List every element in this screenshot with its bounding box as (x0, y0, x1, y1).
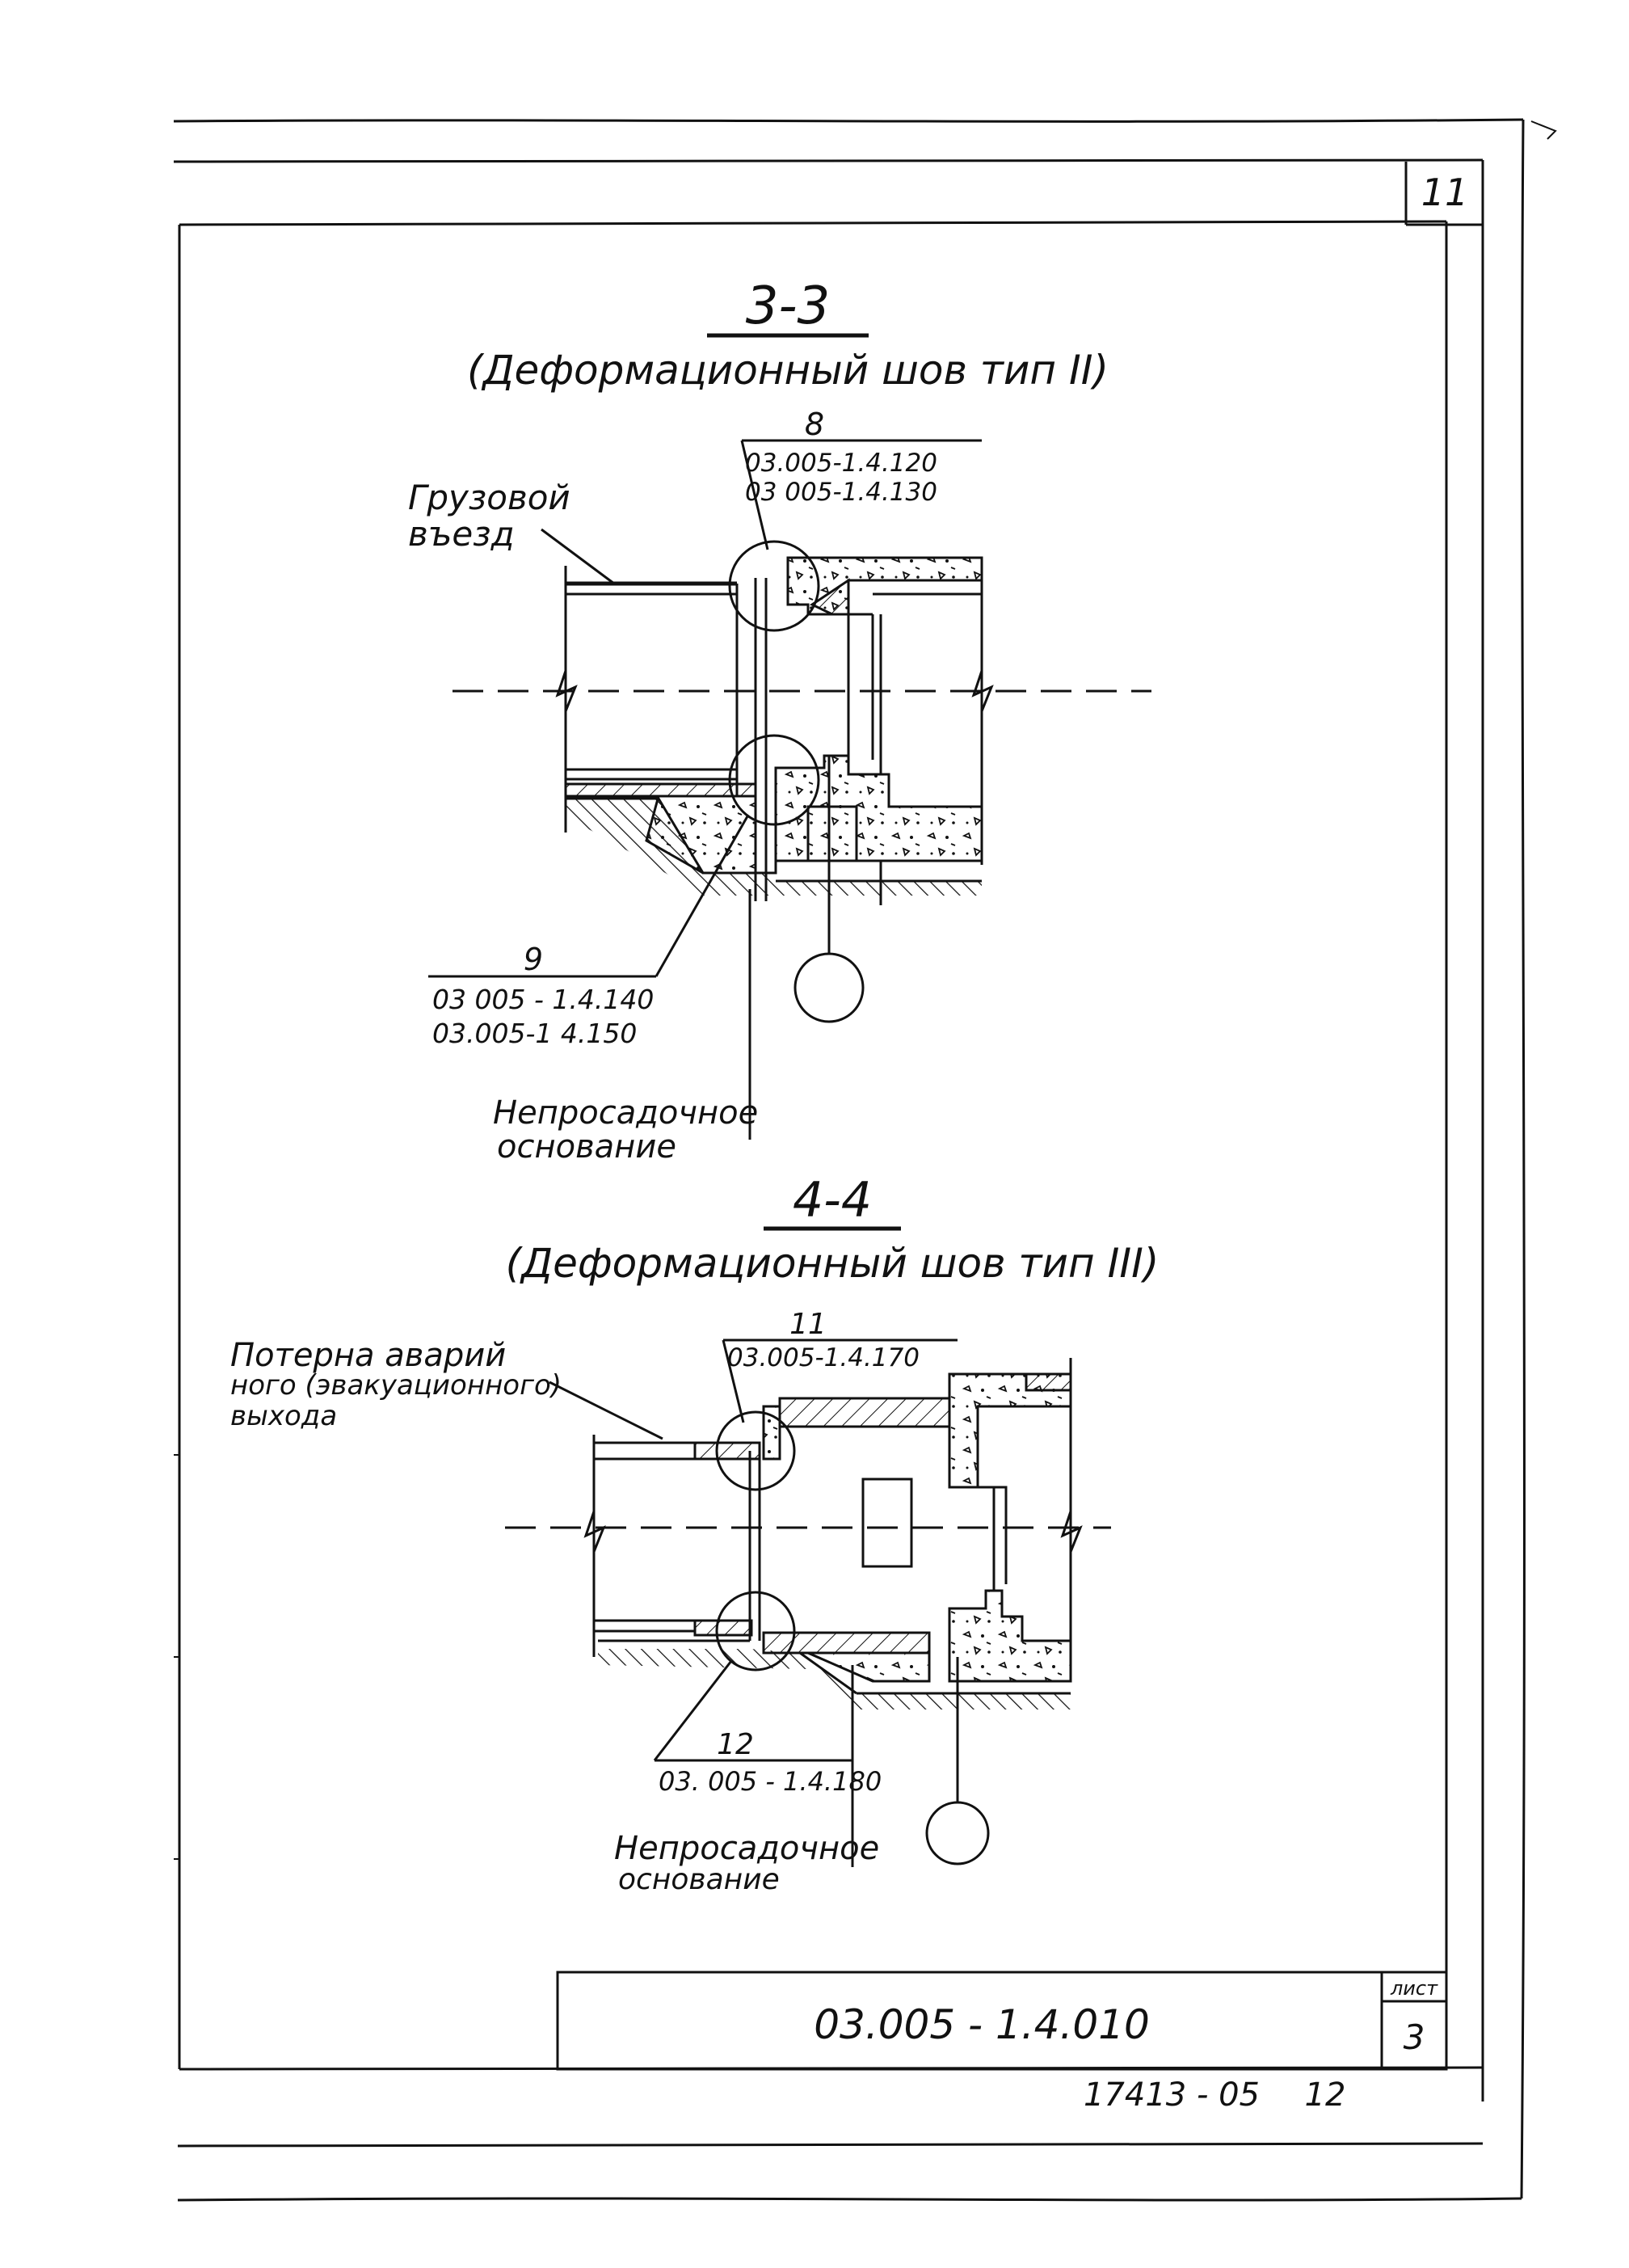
section-4-4: 4-4 (Деформационный шов тип III) Потерна… (230, 1172, 1159, 1896)
section-4-4-title: 4-4 (793, 1172, 872, 1229)
archive-number: 17413 - 05 (1084, 2076, 1260, 2114)
section-3-3-subtitle: (Деформационный шов тип II) (467, 347, 1109, 394)
sheet-number: 3 (1404, 2017, 1425, 2057)
callout-9-ref-2: 03.005-1 4.150 (432, 1018, 637, 1049)
label-base-3-3-2: основание (497, 1128, 676, 1166)
label-cargo-entry-1: Грузовой (408, 478, 570, 517)
callout-11-ref-1: 03.005-1.4.170 (727, 1343, 920, 1372)
detail-9-circle (728, 734, 820, 826)
section-3-3: 3-3 (Деформационный шов тип II) 8 03.005… (408, 276, 1151, 1166)
callout-8-number: 8 (805, 407, 824, 442)
marker-circle-4-4 (925, 1801, 990, 1865)
callout-11-number: 11 (789, 1308, 827, 1341)
marker-circle-3-3 (793, 952, 865, 1023)
callout-9-number: 9 (524, 942, 543, 977)
document-code: 03.005 - 1.4.010 (814, 2001, 1150, 2048)
sheet-label: лист (1390, 1977, 1438, 2000)
label-cargo-entry-2: въезд (408, 514, 515, 554)
callout-8-ref-2: 03 005-1.4.130 (745, 478, 937, 507)
callout-9-ref-1: 03 005 - 1.4.140 (432, 984, 654, 1015)
callout-12-ref-1: 03. 005 - 1.4.180 (659, 1766, 882, 1797)
section-4-4-subtitle: (Деформационный шов тип III) (506, 1240, 1160, 1287)
label-base-4-4-1: Непросадочное (614, 1830, 879, 1867)
label-base-3-3-1: Непросадочное (493, 1094, 758, 1132)
section-3-3-title: 3-3 (746, 276, 831, 336)
title-block (556, 1971, 1448, 2071)
page-number: 11 (1421, 171, 1469, 214)
label-base-4-4-2: основание (618, 1863, 780, 1896)
label-tunnel-2: ного (эвакуационного) (230, 1369, 562, 1402)
label-tunnel-3: выхода (230, 1400, 337, 1432)
label-tunnel-1: Потерна аварий (230, 1337, 506, 1374)
callout-8-ref-1: 03.005-1.4.120 (745, 449, 937, 478)
detail-11-circle (715, 1410, 796, 1491)
archive-copy: 12 (1305, 2076, 1346, 2114)
sheet-frame (173, 118, 1557, 2202)
detail-12-circle (715, 1591, 796, 1671)
detail-8-circle (728, 540, 820, 632)
callout-12-number: 12 (717, 1728, 754, 1761)
